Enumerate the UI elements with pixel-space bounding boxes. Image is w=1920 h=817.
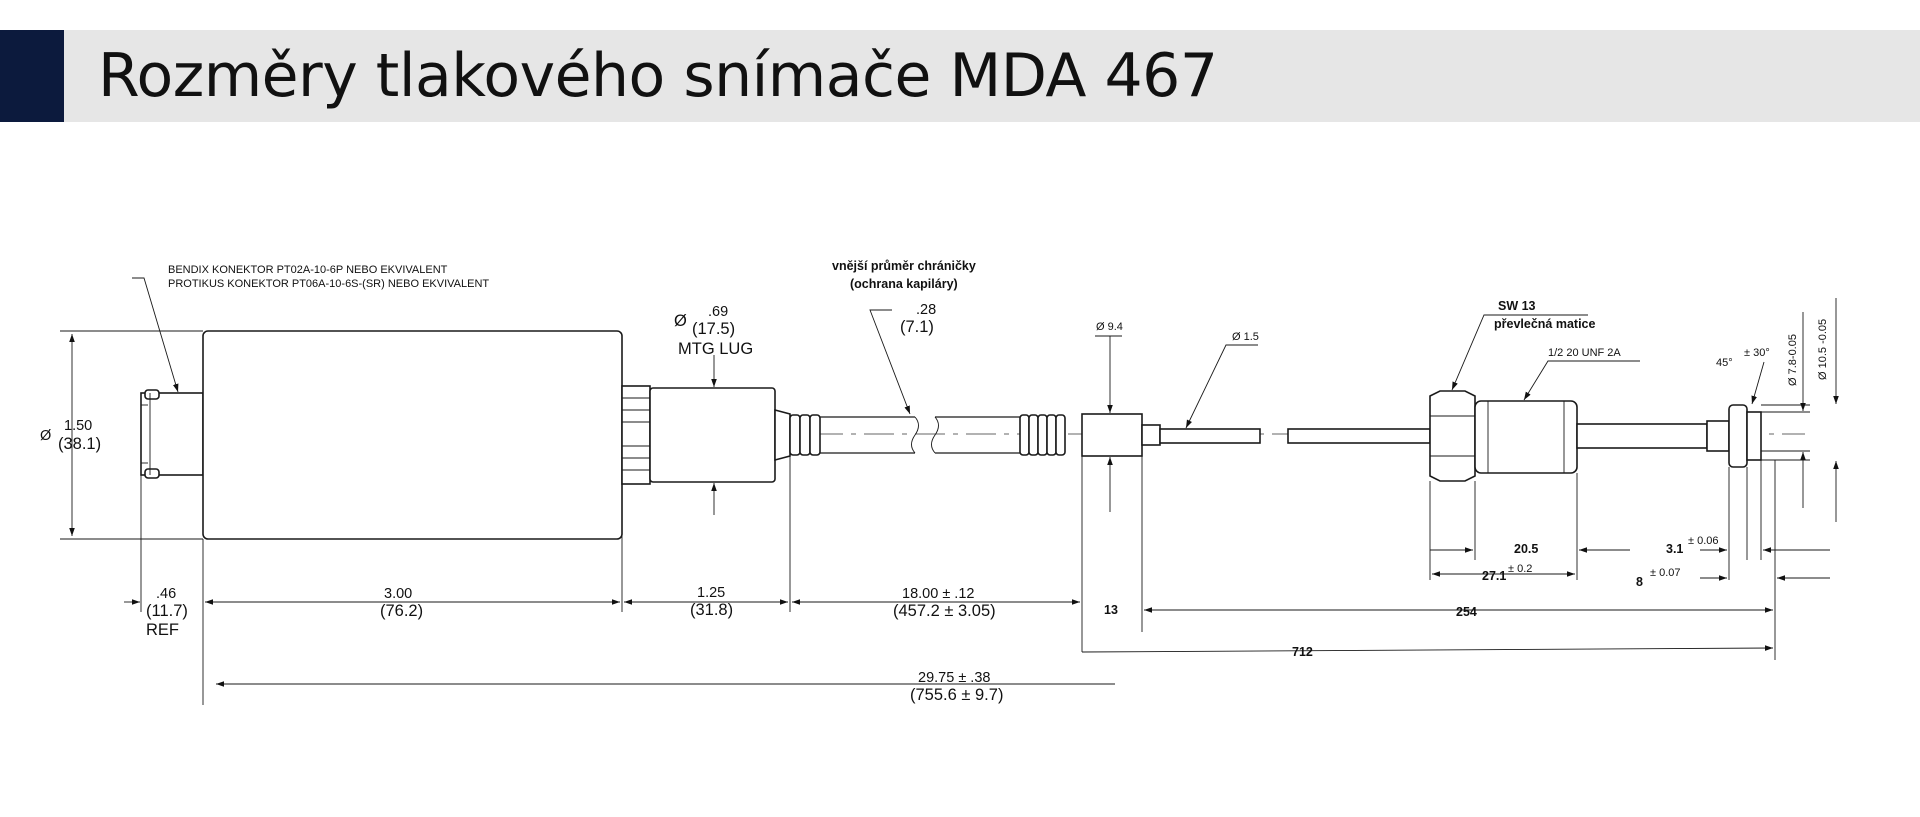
dim-271: 27.1	[1482, 569, 1506, 583]
dim-lug-symbol: Ø	[674, 312, 687, 330]
capillary-tube-end	[1287, 428, 1431, 444]
dim-angle-base: 45°	[1716, 357, 1733, 369]
dim-8-tol: ± 0.07	[1650, 567, 1681, 579]
note-nut: převlečná matice	[1494, 317, 1595, 331]
leader-thread	[1523, 360, 1640, 401]
dim-body-dia-in: 1.50	[64, 418, 92, 434]
dim-78: Ø 7.8-0.05	[1787, 334, 1799, 386]
dim-8: 8	[1636, 575, 1643, 589]
leader-connector	[132, 277, 179, 393]
note-sw: SW 13	[1498, 299, 1536, 313]
dim-ref-label: REF	[146, 621, 179, 639]
seal-tube	[1576, 423, 1708, 449]
dim-712: 712	[1292, 645, 1313, 659]
diaphragm-tip	[1706, 404, 1762, 468]
dim-105: Ø 10.5 -0.05	[1817, 319, 1829, 380]
dim-body-len-in: 3.00	[384, 586, 412, 602]
note-connector-line1: BENDIX KONEKTOR PT02A-10-6P NEBO EKVIVAL…	[168, 264, 448, 276]
threaded-fitting	[1474, 400, 1578, 474]
dim-13: 13	[1104, 603, 1118, 617]
dim-ref-in: .46	[156, 586, 176, 602]
note-connector-line2: PROTIKUS KONEKTOR PT06A-10-6S-(SR) NEBO …	[168, 278, 489, 290]
leader-15	[1185, 344, 1258, 429]
dim-205: 20.5	[1514, 542, 1538, 556]
mounting-lug	[649, 387, 776, 483]
sensor-body	[202, 330, 623, 540]
dim-lug-mm: (17.5)	[692, 320, 735, 338]
fitting-neck	[1141, 424, 1161, 446]
capillary-sheath	[820, 414, 1066, 456]
note-sheath-line2: (ochrana kapiláry)	[850, 277, 958, 291]
leader-angle	[1751, 361, 1765, 405]
leader-sw	[1451, 314, 1588, 391]
hex-nut	[1429, 390, 1476, 482]
leader-sheath	[869, 309, 911, 415]
dim-94: Ø 9.4	[1096, 321, 1123, 333]
dim-lug-len-mm: (31.8)	[690, 601, 733, 619]
dim-lug-len-in: 1.25	[697, 585, 725, 601]
dim-lug-label: MTG LUG	[678, 340, 753, 358]
dim-cap-len-in: 18.00 ± .12	[902, 586, 974, 602]
dim-712-line	[1081, 645, 1774, 653]
note-thread: 1/2 20 UNF 2A	[1548, 347, 1621, 359]
dim-body-len-mm: (76.2)	[380, 602, 423, 620]
dim-sheath-mm: (7.1)	[900, 318, 934, 336]
dim-total-mm: (755.6 ± 9.7)	[910, 686, 1003, 704]
header-bar: Rozměry tlakového snímače MDA 467	[0, 30, 1920, 122]
dim-angle-tol: ± 30°	[1744, 347, 1770, 359]
dim-15: Ø 1.5	[1232, 331, 1259, 343]
extension-lines	[60, 330, 1810, 705]
dim-total-in: 29.75 ± .38	[918, 670, 990, 686]
dim-cap-len-mm: (457.2 ± 3.05)	[893, 602, 996, 620]
dim-lug-in: .69	[708, 304, 728, 320]
dim-ref-mm: (11.7)	[146, 602, 188, 620]
ribbed-neck	[621, 385, 651, 485]
fitting	[1081, 413, 1143, 457]
capillary-tube	[1159, 428, 1261, 444]
dim-31-tol: ± 0.06	[1688, 535, 1719, 547]
connector	[140, 389, 204, 479]
dim-271-tol: ± 0.2	[1508, 563, 1532, 575]
dim-body-dia-mm: (38.1)	[58, 435, 101, 453]
dim-254: 254	[1456, 605, 1477, 619]
note-sheath-line1: vnější průměr chráničky	[832, 259, 976, 273]
page-title: Rozměry tlakového snímače MDA 467	[98, 41, 1218, 111]
dim-sheath-in: .28	[916, 302, 936, 318]
strain-relief	[774, 408, 821, 462]
dim-31: 3.1	[1666, 542, 1683, 556]
header-accent	[0, 30, 64, 122]
dim-body-dia-symbol: Ø	[40, 428, 51, 444]
